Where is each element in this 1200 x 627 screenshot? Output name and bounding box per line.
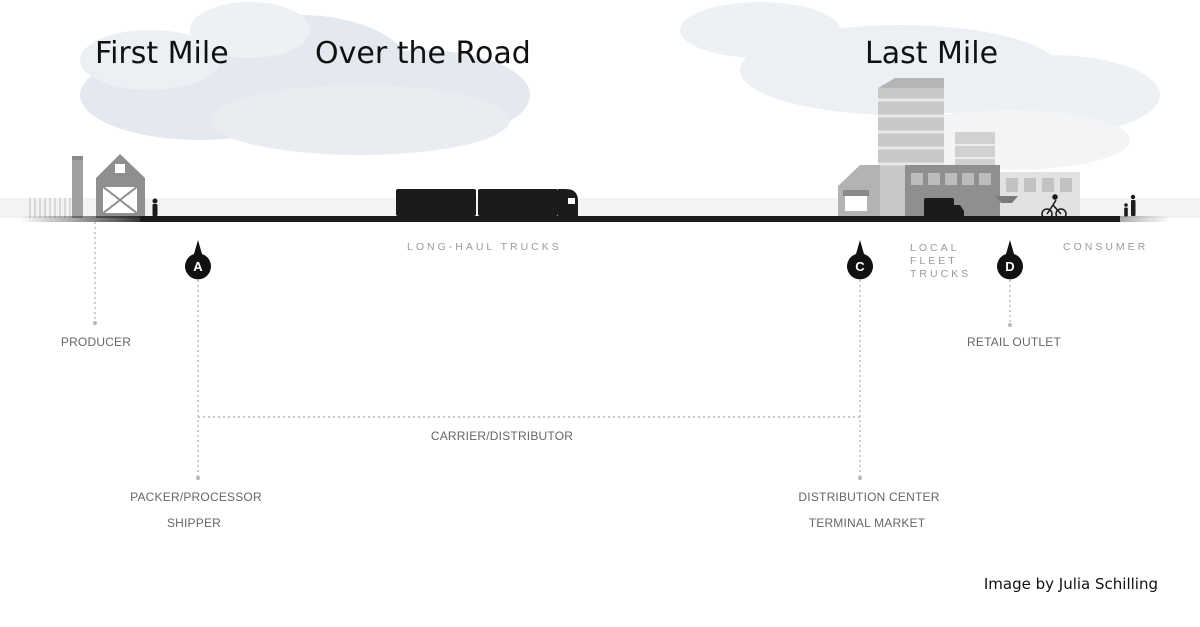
- city-icon: [838, 78, 1080, 220]
- carrier-distributor-label: CARRIER/DISTRIBUTOR: [430, 429, 574, 443]
- farm-icon: [29, 154, 145, 218]
- clouds: [80, 2, 1160, 170]
- first-mile-heading: First Mile: [95, 36, 229, 71]
- packer-processor-label: PACKER/PROCESSOR: [130, 490, 262, 504]
- producer-label: PRODUCER: [60, 335, 132, 349]
- marker-c-letter: C: [855, 259, 865, 274]
- long-haul-label: LONG-HAUL TRUCKS: [407, 241, 562, 253]
- local-truck-icon: [924, 198, 964, 218]
- marker-d-letter: D: [1005, 259, 1014, 274]
- retail-outlet-label: RETAIL OUTLET: [967, 335, 1061, 349]
- marker-pin-a: [185, 240, 212, 280]
- shipper-label: SHIPPER: [166, 516, 222, 530]
- consumer-label: CONSUMER: [1063, 241, 1149, 253]
- marker-pin-c: [847, 240, 873, 280]
- consumer-icon: [1124, 194, 1136, 217]
- marker-pin-d: [997, 240, 1023, 280]
- local-fleet-line-3: TRUCKS: [910, 268, 972, 280]
- local-fleet-label: LOCAL FLEET TRUCKS: [910, 242, 971, 281]
- terminal-market-label: TERMINAL MARKET: [808, 516, 926, 530]
- marker-a-letter: A: [193, 259, 203, 274]
- cyclist-icon: [1041, 194, 1067, 220]
- local-fleet-line-2: FLEET: [910, 255, 958, 267]
- last-mile-heading: Last Mile: [865, 36, 999, 71]
- local-fleet-line-1: LOCAL: [910, 242, 960, 254]
- person-icon: [152, 198, 158, 216]
- image-credit: Image by Julia Schilling: [983, 575, 1158, 593]
- over-the-road-heading: Over the Road: [315, 36, 531, 71]
- distribution-center-label: DISTRIBUTION CENTER: [798, 490, 940, 504]
- long-haul-truck-icon: [396, 189, 578, 216]
